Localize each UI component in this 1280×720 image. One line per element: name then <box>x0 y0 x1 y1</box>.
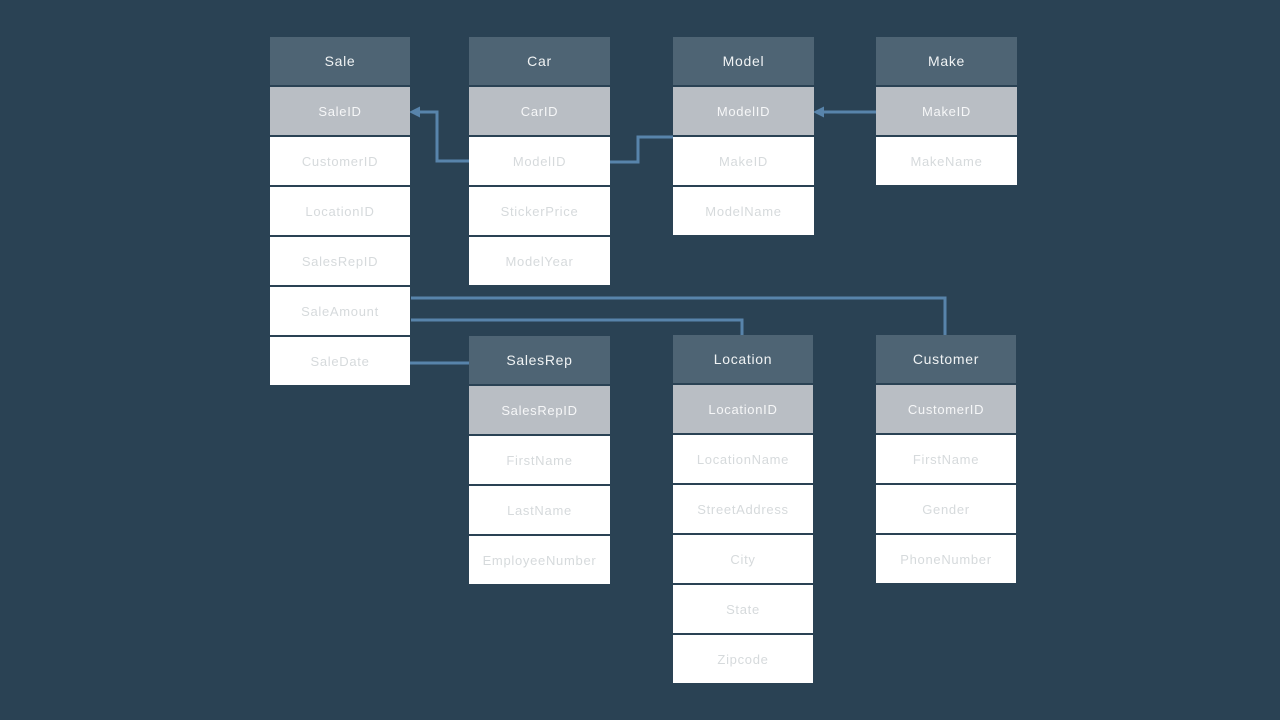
table-sale-field: LocationID <box>270 187 410 235</box>
connector-sale-location <box>411 318 744 336</box>
table-sale-key: SaleID <box>270 87 410 135</box>
table-sale-title: Sale <box>270 37 410 85</box>
connector-car-model <box>610 135 673 164</box>
table-customer-field: Gender <box>876 485 1016 533</box>
table-location-field: Zipcode <box>673 635 813 683</box>
table-location-title: Location <box>673 335 813 383</box>
table-salesrep-title: SalesRep <box>469 336 610 384</box>
table-make-title: Make <box>876 37 1017 85</box>
table-model-field: ModelName <box>673 187 814 235</box>
arrowhead-model-modelid <box>813 106 824 118</box>
table-make: Make MakeID MakeName <box>876 37 1017 185</box>
table-sale-field: CustomerID <box>270 137 410 185</box>
table-customer-field: PhoneNumber <box>876 535 1016 583</box>
table-customer-key: CustomerID <box>876 385 1016 433</box>
table-model-key: ModelID <box>673 87 814 135</box>
table-car-title: Car <box>469 37 610 85</box>
table-sale-field: SaleAmount <box>270 287 410 335</box>
table-location-field: State <box>673 585 813 633</box>
table-salesrep-field: LastName <box>469 486 610 534</box>
table-car-key: CarID <box>469 87 610 135</box>
connector-sale-car <box>412 110 469 163</box>
table-salesrep-field: FirstName <box>469 436 610 484</box>
table-model: Model ModelID MakeID ModelName <box>673 37 814 235</box>
arrowhead-sale-saleid <box>409 106 420 118</box>
table-car-field: ModelID <box>469 137 610 185</box>
table-salesrep-field: EmployeeNumber <box>469 536 610 584</box>
table-salesrep: SalesRep SalesRepID FirstName LastName E… <box>469 336 610 584</box>
table-sale-field: SalesRepID <box>270 237 410 285</box>
table-car-field: ModelYear <box>469 237 610 285</box>
table-sale-field: SaleDate <box>270 337 410 385</box>
table-location-key: LocationID <box>673 385 813 433</box>
table-customer: Customer CustomerID FirstName Gender Pho… <box>876 335 1016 583</box>
table-model-title: Model <box>673 37 814 85</box>
table-salesrep-key: SalesRepID <box>469 386 610 434</box>
table-location-field: StreetAddress <box>673 485 813 533</box>
table-make-key: MakeID <box>876 87 1017 135</box>
table-car-field: StickerPrice <box>469 187 610 235</box>
table-location-field: LocationName <box>673 435 813 483</box>
connector-sale-customer <box>411 296 947 336</box>
table-location: Location LocationID LocationName StreetA… <box>673 335 813 683</box>
table-customer-title: Customer <box>876 335 1016 383</box>
table-model-field: MakeID <box>673 137 814 185</box>
table-customer-field: FirstName <box>876 435 1016 483</box>
table-location-field: City <box>673 535 813 583</box>
table-car: Car CarID ModelID StickerPrice ModelYear <box>469 37 610 285</box>
table-sale: Sale SaleID CustomerID LocationID SalesR… <box>270 37 410 385</box>
table-make-field: MakeName <box>876 137 1017 185</box>
